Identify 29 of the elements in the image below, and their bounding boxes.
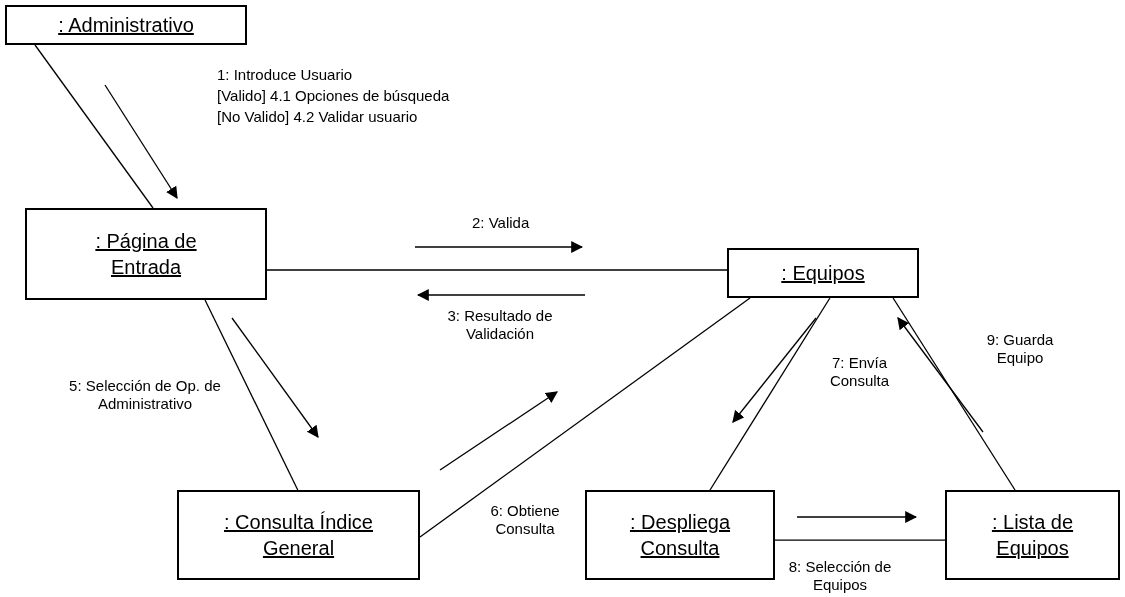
object-box [5, 5, 247, 45]
object-box [727, 248, 919, 298]
link-line [419, 297, 751, 538]
object-name: : Equipos [781, 261, 865, 286]
message-label: 3: Resultado de Validación [446, 307, 554, 343]
message-label: 2: Valida [472, 214, 530, 232]
message-label: [No Valido] 4.2 Validar usuario [217, 108, 418, 126]
object-box [585, 490, 775, 580]
link-line [892, 297, 1016, 491]
object-name: : Lista de Equipos [990, 510, 1075, 561]
message-label: 7: Envía Consulta [828, 354, 891, 390]
object-box [945, 490, 1120, 580]
object-box [177, 490, 420, 580]
object-name: : Despliega Consulta [628, 510, 732, 561]
message-label: 9: Guarda Equipo [985, 331, 1055, 367]
object-box [25, 208, 267, 300]
message-label: [Valido] 4.1 Opciones de búsqueda [217, 87, 450, 105]
link-line [709, 297, 831, 491]
message-label: 1: Introduce Usuario [217, 66, 353, 84]
message-label: 6: Obtiene Consulta [489, 502, 561, 538]
link-line [34, 44, 154, 209]
object-name: : Consulta Índice General [223, 510, 374, 561]
link-line [774, 539, 946, 541]
object-name: : Página de Entrada [94, 229, 198, 280]
message-label: 5: Selección de Op. de Administrativo [68, 377, 222, 413]
message-label: 8: Selección de Equipos [787, 558, 893, 594]
link-line [266, 269, 728, 271]
link-line [204, 299, 299, 491]
object-name: : Administrativo [58, 13, 194, 38]
